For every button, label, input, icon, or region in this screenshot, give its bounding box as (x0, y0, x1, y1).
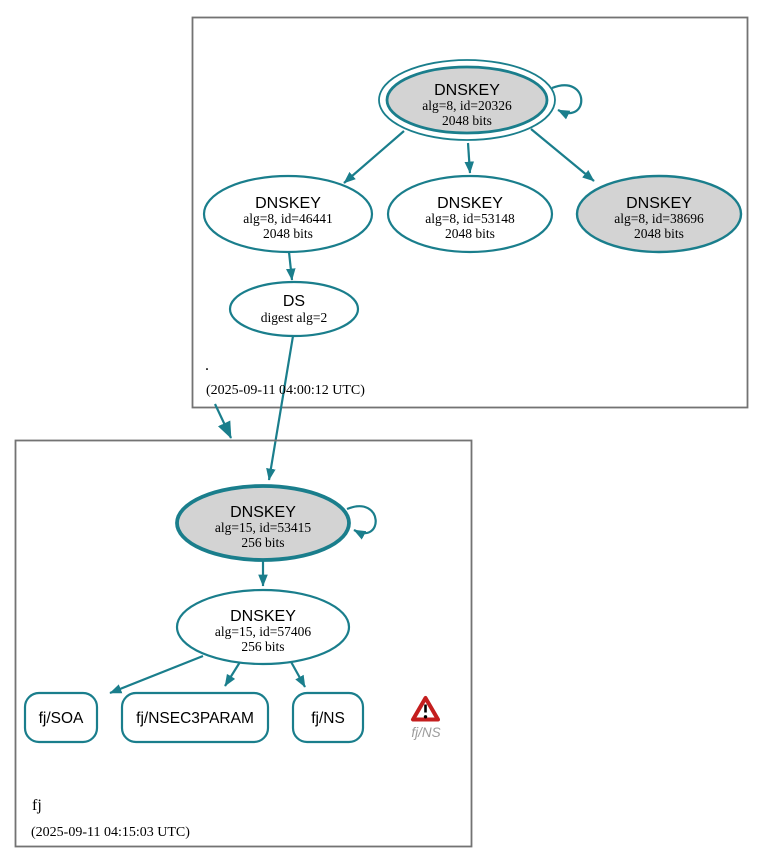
zone-box-fj (14, 439, 473, 848)
edge-dnskey46441-to-ds (286, 251, 296, 281)
node-size: 2048 bits (263, 226, 313, 241)
node-detail: alg=15, id=57406 (215, 624, 311, 639)
self-sign-loop-ksk20326 (551, 84, 583, 120)
node-title: DNSKEY (437, 195, 503, 212)
edge-fj-zsk-to-ns (289, 659, 306, 688)
rrset-label: fj/NSEC3PARAM (136, 710, 254, 727)
node-title: DNSKEY (230, 608, 296, 625)
zone-name-root: . (205, 357, 209, 374)
zone-timestamp-fj: (2025-09-11 04:15:03 UTC) (31, 825, 190, 840)
zone-timestamp-root: (2025-09-11 04:00:12 UTC) (206, 383, 365, 398)
warning-exclamation-dot (423, 715, 428, 719)
node-title: DNSKEY (255, 195, 321, 212)
dnskey-node-38696[interactable]: DNSKEY alg=8, id=38696 2048 bits (575, 174, 743, 254)
dnskey-node-46441[interactable]: DNSKEY alg=8, id=46441 2048 bits (202, 174, 374, 254)
self-sign-loop-ksk53415 (346, 505, 377, 540)
node-detail: alg=15, id=53415 (215, 520, 311, 535)
node-size: 2048 bits (634, 226, 684, 241)
node-detail: alg=8, id=38696 (614, 211, 704, 226)
warning-node-fj-ns[interactable]: fj/NS (411, 696, 441, 740)
ds-node[interactable]: DS digest alg=2 (228, 280, 360, 338)
edge-ksk20326-to-dnskey38696 (530, 128, 595, 182)
edge-delegation-root-to-fj (214, 403, 232, 439)
node-detail: alg=8, id=20326 (422, 98, 512, 113)
node-title: DS (283, 293, 305, 310)
node-detail: digest alg=2 (261, 310, 327, 325)
node-size: 2048 bits (442, 113, 492, 128)
edge-ksk20326-to-dnskey46441 (343, 130, 405, 184)
zone-box-root (191, 16, 749, 409)
dnskey-node-20326[interactable]: DNSKEY alg=8, id=20326 2048 bits (378, 59, 556, 141)
node-title: DNSKEY (230, 504, 296, 521)
rrset-label: fj/NS (311, 710, 345, 727)
node-detail: alg=8, id=46441 (243, 211, 332, 226)
node-size: 256 bits (241, 639, 284, 654)
zone-name-fj: fj (32, 797, 42, 814)
node-title: DNSKEY (626, 195, 692, 212)
dnskey-node-57406[interactable]: DNSKEY alg=15, id=57406 256 bits (175, 588, 351, 666)
rrset-node-fj-soa[interactable]: fj/SOA (23, 691, 99, 744)
node-detail: alg=8, id=53148 (425, 211, 515, 226)
rrset-node-fj-ns[interactable]: fj/NS (291, 691, 365, 744)
node-size: 256 bits (241, 535, 284, 550)
dnskey-node-53148[interactable]: DNSKEY alg=8, id=53148 2048 bits (386, 174, 554, 254)
rrset-label: fj/SOA (39, 710, 84, 727)
warning-label: fj/NS (411, 725, 440, 740)
edge-ds-to-fj-ksk (266, 335, 295, 481)
node-title: DNSKEY (434, 82, 500, 99)
edge-fj-zsk-to-soa (109, 654, 204, 695)
rrset-node-fj-nsec3param[interactable]: fj/NSEC3PARAM (120, 691, 270, 744)
edge-ksk20326-to-dnskey53148 (464, 142, 475, 174)
dnskey-node-53415[interactable]: DNSKEY alg=15, id=53415 256 bits (175, 484, 351, 562)
node-size: 2048 bits (445, 226, 495, 241)
edge-fj-zsk-to-nsec3param (224, 661, 241, 687)
